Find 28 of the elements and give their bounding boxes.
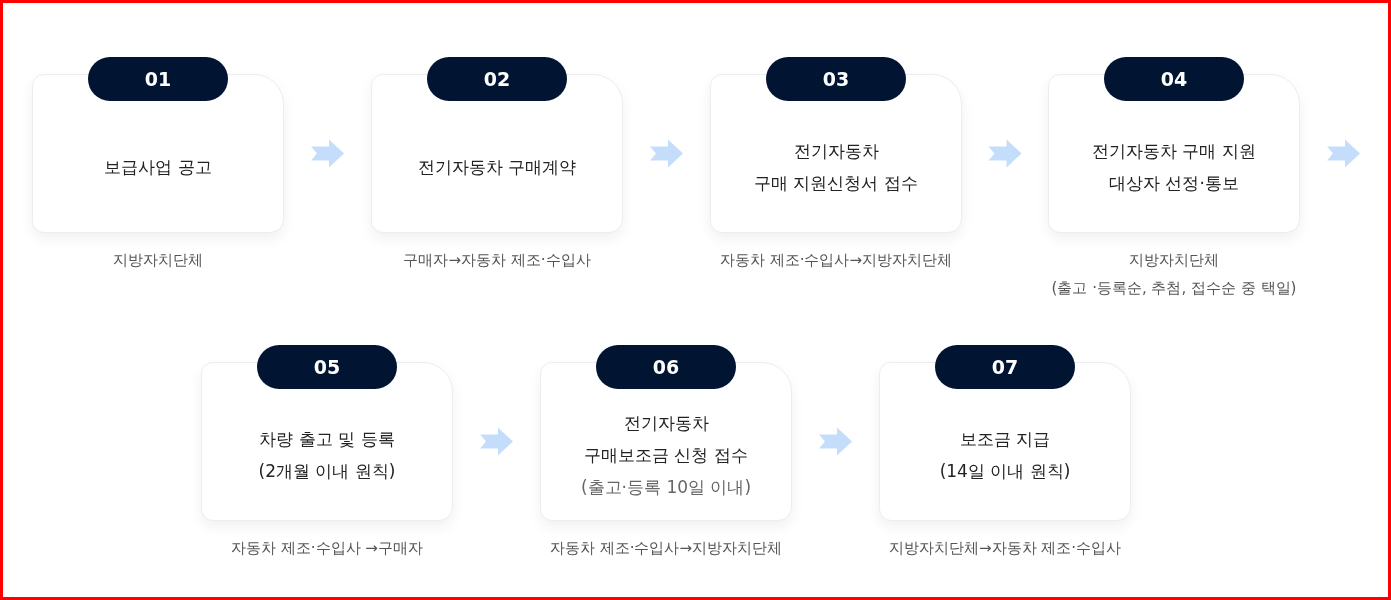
step-number-badge: 07	[935, 345, 1075, 389]
step-title: 전기자동차 구매 지원신청서 접수	[754, 140, 918, 195]
step-number-badge: 01	[88, 57, 228, 101]
responsible-party-text: 지방자치단체 (출고 ·등록순, 추첨, 접수순 중 택일)	[1051, 250, 1297, 299]
step-title: 전기자동차 구매보조금 신청 접수	[584, 412, 748, 467]
arrow	[1327, 139, 1360, 168]
step-number-badge: 04	[1104, 57, 1244, 101]
arrow	[819, 427, 852, 456]
step-number-badge: 06	[596, 345, 736, 389]
step-title: 전기자동차 구매 지원 대상자 선정·통보	[1092, 140, 1256, 195]
arrow	[988, 139, 1022, 168]
responsible-party-text: 자동차 제조·수입사 →구매자	[231, 538, 423, 559]
step-title: 보조금 지급 (14일 이내 원칙)	[939, 428, 1071, 483]
step-title: 보급사업 공고	[104, 156, 212, 179]
arrow	[650, 139, 683, 168]
responsible-party-text: 자동차 제조·수입사→지방자치단체	[549, 538, 783, 559]
arrow	[311, 139, 344, 168]
step-number-badge: 02	[427, 57, 567, 101]
responsible-party-text: 구매자→자동차 제조·수입사	[403, 250, 591, 271]
step-number-badge: 03	[766, 57, 906, 101]
responsible-party-text: 지방자치단체	[113, 250, 203, 271]
responsible-party-text: 자동차 제조·수입사→지방자치단체	[719, 250, 953, 271]
step-title: 차량 출고 및 등록 (2개월 이내 원칙)	[258, 428, 396, 483]
step-note: (출고·등록 10일 이내)	[580, 476, 752, 499]
arrow	[480, 427, 513, 456]
step-title: 전기자동차 구매계약	[417, 156, 577, 179]
step-number-badge: 05	[257, 345, 397, 389]
responsible-party-text: 지방자치단체→자동차 제조·수입사	[888, 538, 1122, 559]
